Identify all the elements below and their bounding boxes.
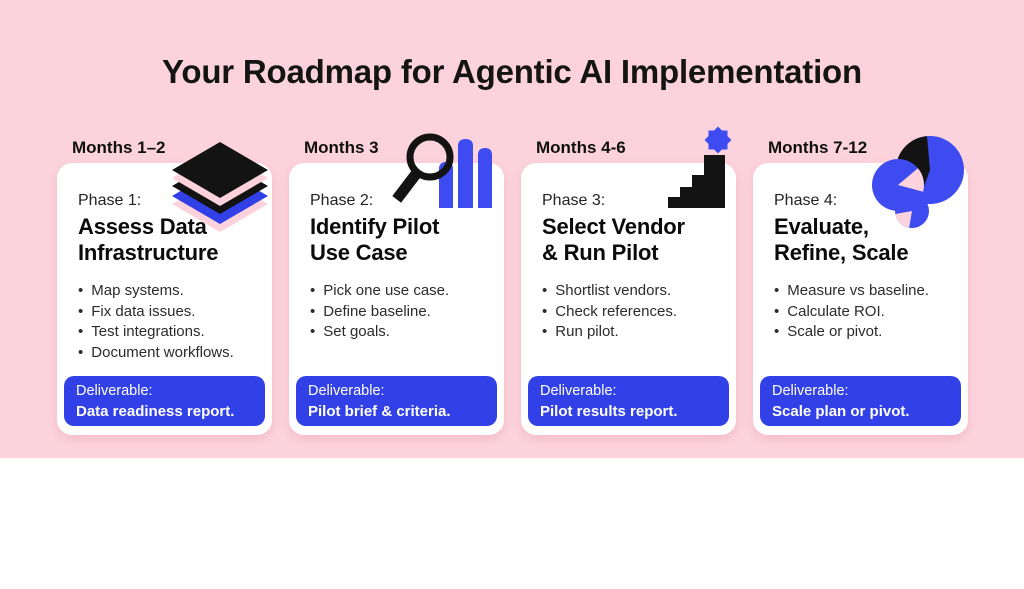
phase-title-line: Use Case (310, 240, 408, 265)
phase-label: Phase 3: (542, 192, 606, 209)
bullet-item: Document workflows. (78, 343, 256, 364)
phase-label: Phase 4: (774, 192, 838, 209)
bullet-list: Measure vs baseline. Calculate ROI. Scal… (774, 281, 952, 343)
phase-label: Phase 2: (310, 192, 374, 209)
deliverable-label: Deliverable: (772, 383, 849, 399)
phase-card-2: Months 3 Phase 2: Identify Pilot Use Cas… (289, 133, 504, 435)
deliverable-label: Deliverable: (76, 383, 153, 399)
bullet-item: Scale or pivot. (774, 322, 952, 343)
card-body: Phase 4: Evaluate, Refine, Scale Measure… (753, 163, 968, 343)
page-title: Your Roadmap for Agentic AI Implementati… (162, 53, 862, 90)
card-body: Phase 2: Identify Pilot Use Case Pick on… (289, 163, 504, 343)
bullet-list: Pick one use case. Define baseline. Set … (310, 281, 488, 343)
phase-title-line: Select Vendor (542, 214, 685, 239)
bullet-item: Measure vs baseline. (774, 281, 952, 302)
deliverable-banner: Deliverable: Pilot brief & criteria. (296, 376, 497, 426)
months-label: Months 4-6 (536, 138, 626, 157)
phase-title: Evaluate, Refine, Scale (774, 214, 952, 266)
bullet-item: Check references. (542, 302, 720, 323)
bullet-item: Shortlist vendors. (542, 281, 720, 302)
deliverable-label: Deliverable: (308, 383, 385, 399)
deliverable-banner: Deliverable: Pilot results report. (528, 376, 729, 426)
bullet-item: Define baseline. (310, 302, 488, 323)
deliverable-value: Scale plan or pivot. (772, 403, 910, 420)
deliverable-value: Data readiness report. (76, 403, 235, 420)
phase-card-1: Months 1–2 Phase 1: Assess Data Infrastr… (57, 138, 272, 435)
bullet-item: Test integrations. (78, 322, 256, 343)
bullet-item: Map systems. (78, 281, 256, 302)
months-label: Months 3 (304, 138, 379, 157)
months-label: Months 7-12 (768, 138, 868, 157)
bullet-item: Calculate ROI. (774, 302, 952, 323)
phase-title: Identify Pilot Use Case (310, 214, 488, 266)
bullet-item: Fix data issues. (78, 302, 256, 323)
card-body: Phase 1: Assess Data Infrastructure Map … (57, 163, 272, 363)
bullet-list: Shortlist vendors. Check references. Run… (542, 281, 720, 343)
phase-title-line: Assess Data (78, 214, 207, 239)
phase-title-line: & Run Pilot (542, 240, 659, 265)
footer: theretailexec.com The Retail Exec (0, 458, 1024, 589)
deliverable-value: Pilot results report. (540, 403, 678, 420)
bullet-item: Run pilot. (542, 322, 720, 343)
bullet-item: Pick one use case. (310, 281, 488, 302)
months-label: Months 1–2 (72, 138, 166, 157)
card-body: Phase 3: Select Vendor & Run Pilot Short… (521, 163, 736, 343)
phase-title: Select Vendor & Run Pilot (542, 214, 720, 266)
bullet-list: Map systems. Fix data issues. Test integ… (78, 281, 256, 363)
phase-title-line: Infrastructure (78, 240, 219, 265)
phase-title-line: Refine, Scale (774, 240, 909, 265)
phase-card-3: Months 4-6 Phase 3: Select Vendor & Run … (521, 126, 736, 435)
phase-title: Assess Data Infrastructure (78, 214, 256, 266)
phase-label: Phase 1: (78, 192, 142, 209)
phase-title-line: Evaluate, (774, 214, 869, 239)
phase-card-4: Months 7-12 Phase 4: Evaluate, Refine, S… (753, 136, 968, 435)
phase-title-line: Identify Pilot (310, 214, 440, 239)
deliverable-label: Deliverable: (540, 383, 617, 399)
deliverable-banner: Deliverable: Data readiness report. (64, 376, 265, 426)
phase-cards-row: Months 1–2 Phase 1: Assess Data Infrastr… (57, 126, 968, 435)
deliverable-banner: Deliverable: Scale plan or pivot. (760, 376, 961, 426)
bullet-item: Set goals. (310, 322, 488, 343)
deliverable-value: Pilot brief & criteria. (308, 403, 451, 420)
